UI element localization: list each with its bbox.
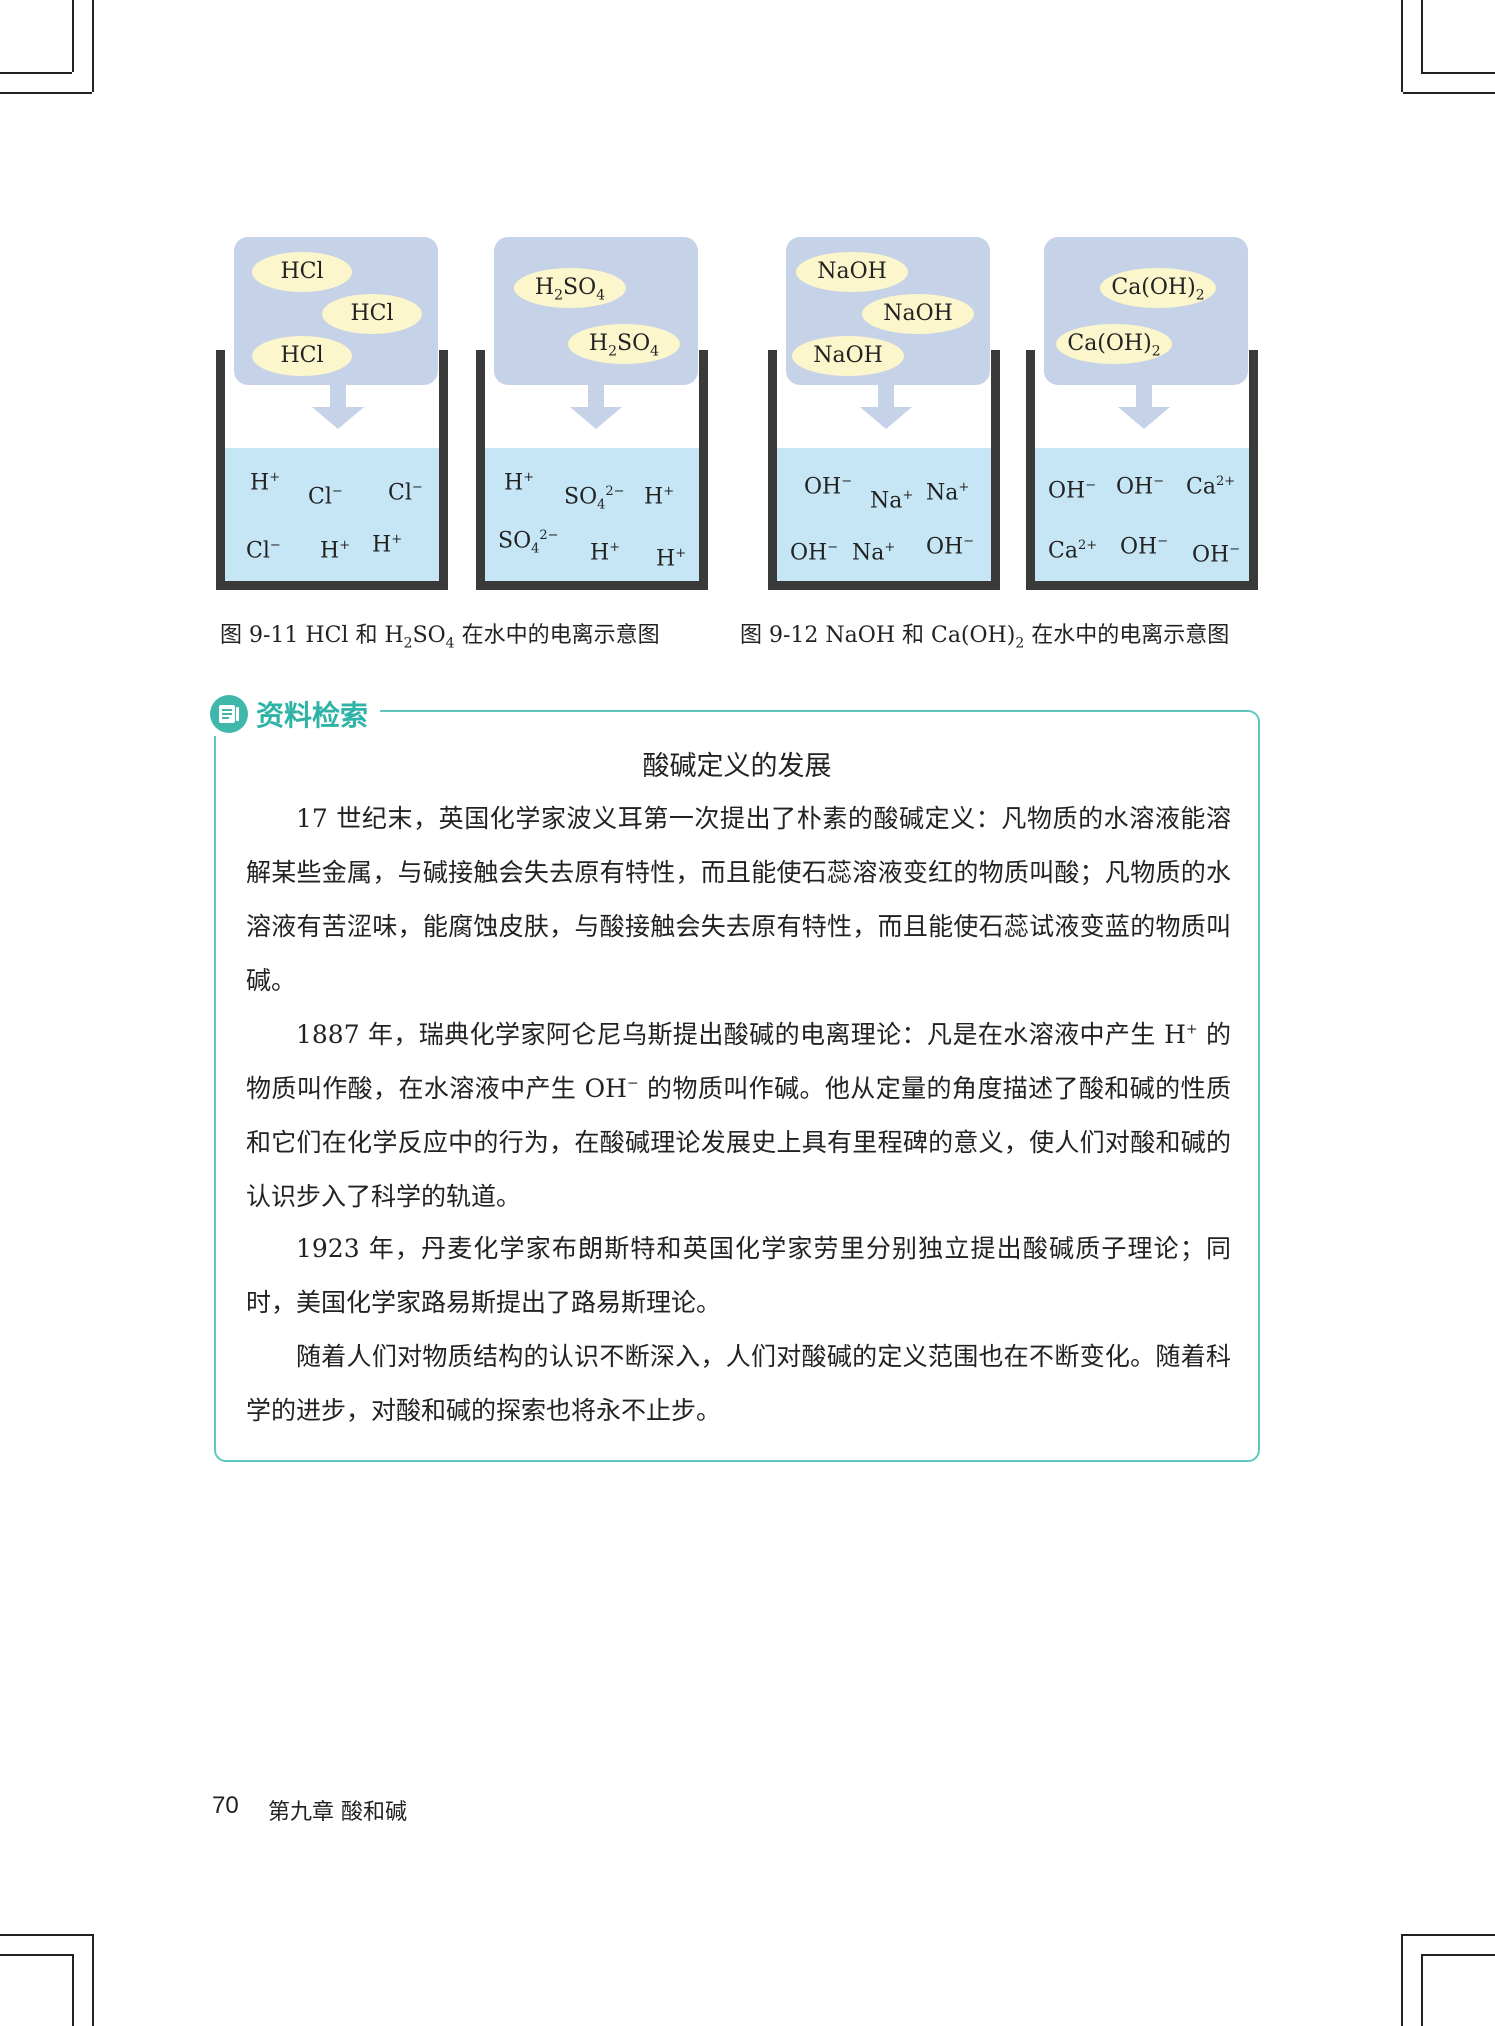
figure-caption-9-11: 图 9-11 HCl 和 H2SO4 在水中的电离示意图: [220, 623, 660, 652]
water: [485, 448, 699, 581]
ion-oh-minus: OH−: [1192, 542, 1241, 568]
crop-mark: [0, 72, 72, 74]
ion-oh-minus: OH−: [926, 534, 975, 560]
molecule-hcl: HCl: [322, 294, 422, 334]
ion-h-plus: H+: [590, 540, 621, 566]
ion-na-plus: Na+: [870, 488, 914, 514]
info-box-title: 酸碱定义的发展: [642, 751, 832, 782]
molecule-cloud-caoh2: [1044, 237, 1248, 385]
crop-mark: [1421, 1954, 1495, 1956]
molecule-naoh: NaOH: [862, 294, 974, 334]
crop-mark: [72, 0, 74, 72]
beaker-hcl: [216, 350, 448, 590]
molecule-hcl: HCl: [252, 252, 352, 292]
crop-mark: [92, 0, 94, 92]
ion-h-plus: H+: [656, 546, 687, 572]
ion-cl-minus: Cl−: [246, 538, 281, 564]
crop-mark: [1401, 0, 1403, 92]
molecule-h2so4: H2SO4: [514, 268, 626, 308]
water: [1035, 448, 1249, 581]
crop-mark: [1421, 0, 1423, 72]
ion-h-plus: H+: [250, 470, 281, 496]
water: [777, 448, 991, 581]
crop-mark: [1401, 1934, 1403, 2026]
ion-cl-minus: Cl−: [308, 484, 343, 510]
molecule-naoh: NaOH: [796, 252, 908, 292]
ion-h-plus: H+: [644, 484, 675, 510]
molecule-caoh2: Ca(OH)2: [1056, 324, 1172, 364]
ion-h-plus: H+: [372, 532, 403, 558]
ion-oh-minus: OH−: [1048, 478, 1097, 504]
figure-caption-9-12: 图 9-12 NaOH 和 Ca(OH)2 在水中的电离示意图: [740, 623, 1230, 652]
info-box-header: 资料检索: [210, 692, 381, 736]
paragraph-1: 17 世纪末，英国化学家波义耳第一次提出了朴素的酸碱定义：凡物质的水溶液能溶解某…: [246, 804, 1231, 995]
molecule-h2so4: H2SO4: [568, 324, 680, 364]
info-box-label: 资料检索: [256, 699, 369, 732]
crop-mark: [1403, 1934, 1495, 1936]
ion-oh-minus: OH−: [790, 540, 839, 566]
molecule-hcl: HCl: [252, 336, 352, 376]
paragraph-2: 1887 年，瑞典化学家阿仑尼乌斯提出酸碱的电离理论：凡是在水溶液中产生 H+ …: [246, 1020, 1231, 1211]
page-number: 70: [212, 1792, 239, 1819]
ion-oh-minus: OH−: [1120, 534, 1169, 560]
ion-ca-2plus: Ca2+: [1048, 538, 1098, 564]
water: [225, 448, 439, 581]
crop-mark: [1421, 72, 1495, 74]
molecule-caoh2: Ca(OH)2: [1100, 268, 1216, 308]
crop-mark: [72, 1954, 74, 2026]
ion-so4-2minus: SO42−: [564, 484, 625, 513]
beaker-naoh: [768, 350, 1000, 590]
molecule-cloud-h2so4: [494, 237, 698, 385]
ion-cl-minus: Cl−: [388, 480, 423, 506]
ion-oh-minus: OH−: [1116, 474, 1165, 500]
ion-oh-minus: OH−: [804, 474, 853, 500]
ion-na-plus: Na+: [852, 540, 896, 566]
info-box: [214, 710, 1260, 1462]
crop-mark: [1403, 92, 1495, 94]
paragraph-3: 1923 年，丹麦化学家布朗斯特和英国化学家劳里分别独立提出酸碱质子理论；同时，…: [246, 1234, 1231, 1317]
crop-mark: [0, 1954, 72, 1956]
crop-mark: [1421, 1954, 1423, 2026]
paragraph-4: 随着人们对物质结构的认识不断深入，人们对酸碱的定义范围也在不断变化。随着科学的进…: [246, 1342, 1231, 1425]
ion-ca-2plus: Ca2+: [1186, 474, 1236, 500]
ion-h-plus: H+: [504, 470, 535, 496]
beaker-caoh2: [1026, 350, 1258, 590]
crop-mark: [0, 92, 92, 94]
chapter-title: 第九章 酸和碱: [268, 1800, 407, 1825]
crop-mark: [0, 1934, 92, 1936]
ion-na-plus: Na+: [926, 480, 970, 506]
ion-h-plus: H+: [320, 538, 351, 564]
crop-mark: [92, 1934, 94, 2026]
book-icon: [210, 695, 248, 733]
molecule-naoh: NaOH: [792, 336, 904, 376]
beaker-h2so4: [476, 350, 708, 590]
ion-so4-2minus: SO42−: [498, 528, 559, 557]
